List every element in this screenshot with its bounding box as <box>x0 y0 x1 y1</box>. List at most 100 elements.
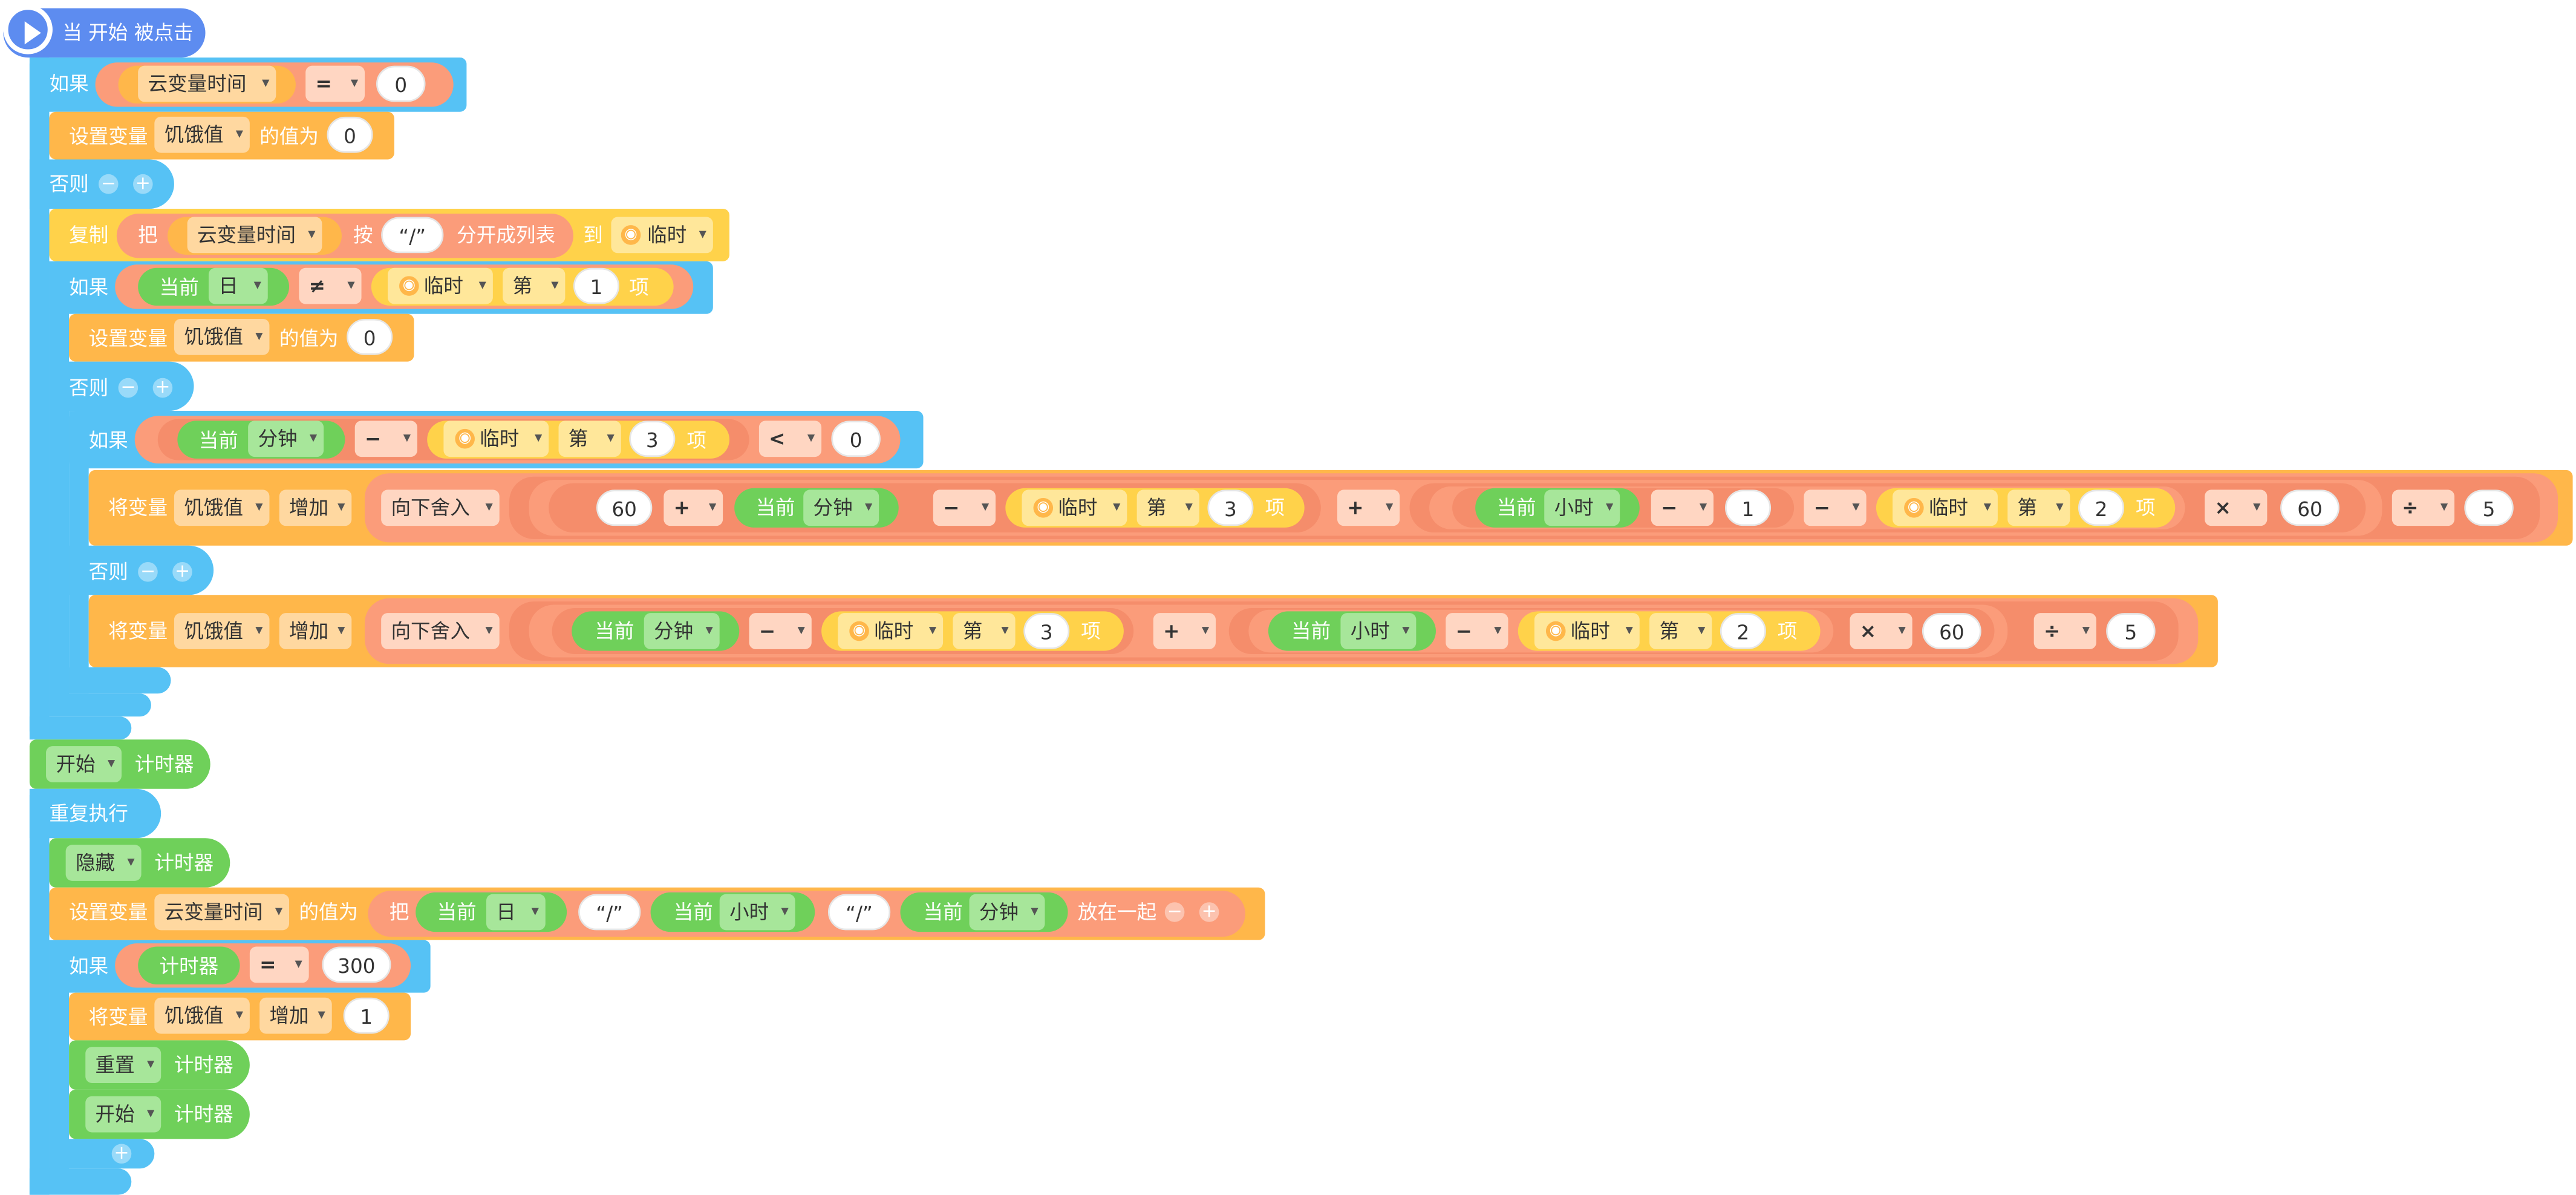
hunger-var-dropdown[interactable]: 饥饿值▾ <box>154 997 250 1034</box>
chevron-down-icon: ▾ <box>337 623 345 640</box>
value-input[interactable]: 5 <box>2106 613 2156 649</box>
hunger-var-dropdown[interactable]: 饥饿值▾ <box>154 116 250 153</box>
index-input[interactable]: 2 <box>2078 489 2125 526</box>
add-branch-button[interactable]: + <box>133 174 153 194</box>
op-times-dropdown[interactable]: ×▾ <box>2205 489 2268 526</box>
timer-action-dropdown[interactable]: 隐藏▾ <box>65 845 142 881</box>
chevron-down-icon: ▾ <box>928 623 937 640</box>
timer-reporter[interactable] <box>138 946 240 985</box>
op-minus-dropdown[interactable]: −▾ <box>1446 613 1508 649</box>
hunger-var-dropdown[interactable]: 饥饿值▾ <box>174 318 270 355</box>
index-input[interactable]: 3 <box>1207 489 1254 526</box>
op-div-dropdown[interactable]: ÷▾ <box>2392 489 2455 526</box>
temp-list-dropdown[interactable]: 临时▾ <box>443 421 549 457</box>
timer-action-dropdown[interactable]: 开始▾ <box>85 1096 161 1133</box>
index-input[interactable]: 3 <box>629 421 676 457</box>
op-eq-dropdown[interactable]: =▾ <box>249 946 309 983</box>
nth-dropdown[interactable]: 第▾ <box>1649 613 1712 649</box>
op-plus-dropdown[interactable]: +▾ <box>1337 489 1400 526</box>
unit-hour-dropdown[interactable]: 小时▾ <box>1340 613 1417 649</box>
add-branch-button[interactable]: + <box>152 377 173 398</box>
nth-dropdown[interactable]: 第▾ <box>1136 489 1199 526</box>
op-eq-dropdown[interactable]: =▾ <box>305 65 365 102</box>
timer-action-dropdown[interactable]: 重置▾ <box>85 1047 161 1083</box>
index-input[interactable]: 2 <box>1720 613 1766 649</box>
op-lt-dropdown[interactable]: <▾ <box>758 421 822 457</box>
cloud-var-dropdown[interactable]: 云变量时间 ▾ <box>187 217 322 254</box>
index-input[interactable]: 1 <box>573 267 620 304</box>
op-plus-text: + <box>1163 620 1180 643</box>
temp-list-dropdown[interactable]: 临时▾ <box>1534 613 1640 649</box>
remove-branch-button[interactable]: − <box>118 377 139 398</box>
nth-dropdown[interactable]: 第▾ <box>503 267 566 304</box>
chevron-down-icon: ▾ <box>1402 623 1410 640</box>
index-input[interactable]: 3 <box>1023 613 1070 649</box>
op-plus-dropdown[interactable]: +▾ <box>1153 613 1216 649</box>
item-label: 项 <box>2136 496 2156 520</box>
increase-dropdown[interactable]: 增加▾ <box>279 613 352 649</box>
cloud-var-text: 云变量时间 <box>197 223 296 247</box>
unit-minute-dropdown[interactable]: 分钟▾ <box>803 489 879 526</box>
unit-day-dropdown[interactable]: 日▾ <box>208 267 268 304</box>
remove-branch-button[interactable]: − <box>98 174 119 194</box>
op-minus-dropdown[interactable]: −▾ <box>933 489 996 526</box>
op-times-dropdown[interactable]: ×▾ <box>1850 613 1912 649</box>
cloud-var-dropdown[interactable]: 云变量时间▾ <box>138 65 276 102</box>
forever-loop-block[interactable] <box>29 788 161 839</box>
floor-dropdown[interactable]: 向下舍入▾ <box>381 613 500 649</box>
value-input[interactable]: 5 <box>2464 489 2514 526</box>
unit-day-dropdown[interactable]: 日▾ <box>486 894 546 931</box>
op-minus-dropdown[interactable]: −▾ <box>354 421 417 457</box>
op-div-dropdown[interactable]: ÷▾ <box>2033 613 2096 649</box>
timer-action-dropdown[interactable]: 开始▾ <box>46 746 122 782</box>
unit-hour-dropdown[interactable]: 小时▾ <box>1544 489 1620 526</box>
op-minus-dropdown[interactable]: −▾ <box>749 613 812 649</box>
value-input[interactable]: 1 <box>343 997 390 1034</box>
value-input[interactable]: 0 <box>376 65 426 102</box>
else-row-2 <box>49 361 194 411</box>
unit-minute-dropdown[interactable]: 分钟▾ <box>969 894 1045 931</box>
chevron-down-icon: ▾ <box>308 226 316 243</box>
cloud-var-dropdown[interactable]: 云变量时间▾ <box>154 894 290 931</box>
repeat-label: 重复执行 <box>49 802 128 825</box>
value-input[interactable]: 60 <box>1922 613 1981 649</box>
add-item-button[interactable]: + <box>1199 902 1219 922</box>
floor-dropdown[interactable]: 向下舍入▾ <box>381 489 500 526</box>
nth-dropdown[interactable]: 第▾ <box>558 421 621 457</box>
value-input[interactable]: 60 <box>2280 489 2340 526</box>
value-input[interactable]: 300 <box>322 946 391 983</box>
increase-dropdown[interactable]: 增加▾ <box>259 997 332 1034</box>
op-minus-dropdown[interactable]: −▾ <box>1651 489 1714 526</box>
chevron-down-icon: ▾ <box>705 623 713 640</box>
item-label: 项 <box>1265 496 1285 520</box>
chevron-down-icon: ▾ <box>255 499 263 516</box>
value-input[interactable]: 0 <box>327 116 373 153</box>
value-input[interactable]: 0 <box>347 318 393 355</box>
chevron-down-icon: ▾ <box>708 499 717 516</box>
separator-input[interactable]: “/” <box>827 894 891 931</box>
increase-dropdown[interactable]: 增加▾ <box>279 489 352 526</box>
unit-hour-dropdown[interactable]: 小时▾ <box>719 894 795 931</box>
nth-dropdown[interactable]: 第▾ <box>2007 489 2070 526</box>
hunger-var-dropdown[interactable]: 饥饿值▾ <box>174 489 270 526</box>
separator-input[interactable]: “/” <box>578 894 641 931</box>
nth-dropdown[interactable]: 第▾ <box>953 613 1016 649</box>
add-branch-button[interactable]: + <box>111 1143 132 1164</box>
value-input[interactable]: 1 <box>1725 489 1772 526</box>
remove-item-button[interactable]: − <box>1164 902 1185 922</box>
op-plus-text: + <box>1347 496 1364 520</box>
separator-input[interactable]: “/” <box>381 217 444 254</box>
op-neq-dropdown[interactable]: ≠▾ <box>299 267 362 304</box>
list-icon: ◉ <box>1033 498 1054 518</box>
op-plus-dropdown[interactable]: +▾ <box>664 489 723 526</box>
op-minus-dropdown[interactable]: −▾ <box>1804 489 1867 526</box>
add-branch-button[interactable]: + <box>172 561 192 582</box>
else-row-1 <box>29 159 174 209</box>
hunger-var-dropdown[interactable]: 饥饿值▾ <box>174 613 270 649</box>
unit-minute-dropdown[interactable]: 分钟▾ <box>644 613 720 649</box>
value-input[interactable]: 0 <box>831 421 881 457</box>
value-input[interactable]: 60 <box>596 489 653 526</box>
unit-minute-dropdown[interactable]: 分钟▾ <box>248 421 324 457</box>
remove-branch-button[interactable]: − <box>138 561 158 582</box>
chevron-down-icon: ▾ <box>262 75 270 93</box>
